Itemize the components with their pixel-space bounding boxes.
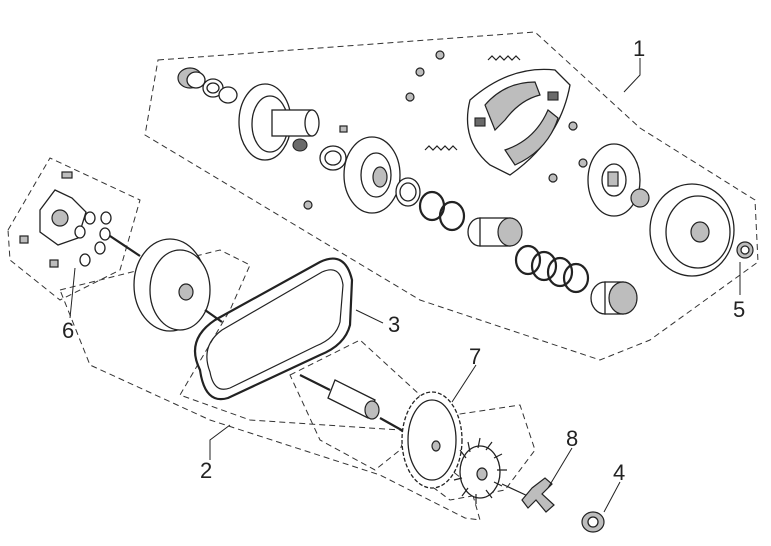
starter-claw (521, 477, 555, 513)
group-6-boundary (7, 157, 141, 301)
sprocket (401, 391, 463, 489)
callout-6: 6 (62, 318, 74, 343)
callout-1: 1 (633, 36, 645, 61)
cooling-fan (453, 437, 531, 504)
circlip (218, 86, 238, 104)
callout-2: 2 (200, 458, 212, 483)
callout-7: 7 (469, 344, 481, 369)
pulley-nut (581, 511, 605, 533)
callout-5: 5 (733, 297, 745, 322)
clutch-spring-small (424, 145, 458, 151)
variator-assembly (19, 171, 141, 268)
leader-1 (623, 58, 641, 93)
callout-8: 8 (566, 426, 578, 451)
drive-shaft (299, 374, 406, 433)
group-1-boundary (144, 31, 759, 361)
leader-3 (355, 309, 384, 324)
drive-pulley (133, 238, 223, 332)
clutch-shoes (466, 68, 571, 176)
callout-4: 4 (613, 460, 625, 485)
guide-pin (339, 125, 348, 133)
leader-2 (209, 424, 231, 460)
clutch-nut (630, 188, 650, 208)
leader-7 (451, 364, 477, 403)
leader-4 (603, 481, 621, 513)
callout-3: 3 (388, 312, 400, 337)
group-7-boundary (289, 339, 421, 471)
clutch-assembly (177, 50, 735, 315)
leader-8 (547, 447, 573, 489)
torque-spring (514, 244, 590, 294)
leader-6 (69, 267, 76, 319)
roller-weight (84, 211, 96, 225)
oil-seal (292, 138, 308, 152)
drive-belt (193, 257, 354, 401)
clutch-bell-nut (736, 241, 754, 259)
seal-ring-3 (438, 200, 466, 232)
